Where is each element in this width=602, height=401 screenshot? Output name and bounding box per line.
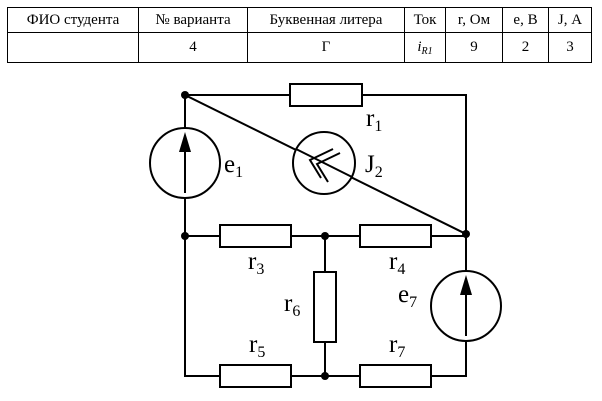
header-student-name: ФИО студента <box>7 7 139 33</box>
emf-source-e7 <box>430 270 502 342</box>
header-current: Ток <box>404 7 446 33</box>
label-r3: r3 <box>248 248 264 278</box>
label-j2: J2 <box>365 151 383 181</box>
wire-left <box>184 94 221 377</box>
resistor-r3 <box>219 224 292 248</box>
current-source-j2 <box>292 131 356 195</box>
label-e1: e1 <box>224 151 243 181</box>
label-e7: e7 <box>398 281 417 311</box>
value-current-source: 3 <box>548 32 592 63</box>
current-symbol: i <box>417 38 422 55</box>
table-value-row: 4 Г iR1 9 2 3 <box>7 32 592 63</box>
resistor-r5 <box>219 364 292 388</box>
header-current-source: J, А <box>548 7 592 33</box>
node-bottom-center <box>321 372 329 380</box>
node-middle-right <box>462 230 470 238</box>
j2-chevron-1 <box>308 148 334 179</box>
value-student-name <box>7 32 139 63</box>
value-letter: Г <box>247 32 405 63</box>
resistor-r4 <box>359 224 432 248</box>
resistor-r1 <box>289 83 363 107</box>
j2-chevron-2 <box>315 152 341 183</box>
resistors <box>219 83 432 388</box>
e7-arrow-head <box>460 275 472 295</box>
header-variant-number: № варианта <box>138 7 248 33</box>
value-emf: 2 <box>502 32 549 63</box>
table-header-row: ФИО студента № варианта Буквенная литера… <box>7 7 592 33</box>
e1-arrow-head <box>179 132 191 152</box>
resistor-r6 <box>313 271 337 343</box>
wire-top-right <box>184 94 467 235</box>
current-subscript: R1 <box>421 45 433 57</box>
label-r6: r6 <box>284 290 300 320</box>
resistor-r7 <box>359 364 432 388</box>
emf-source-e1 <box>149 127 221 199</box>
circuit-labels: r1 e1 J2 r3 r4 r6 e7 r5 r7 <box>224 105 417 361</box>
node-top-left <box>181 91 189 99</box>
label-r7: r7 <box>389 331 405 361</box>
label-r1: r1 <box>366 105 382 135</box>
label-r5: r5 <box>249 331 265 361</box>
j2-line <box>295 148 353 178</box>
node-middle-left <box>181 232 189 240</box>
task-parameters-table: ФИО студента № варианта Буквенная литера… <box>7 7 592 63</box>
junction-nodes <box>181 91 470 380</box>
node-middle-center <box>321 232 329 240</box>
label-r4: r4 <box>389 248 405 278</box>
